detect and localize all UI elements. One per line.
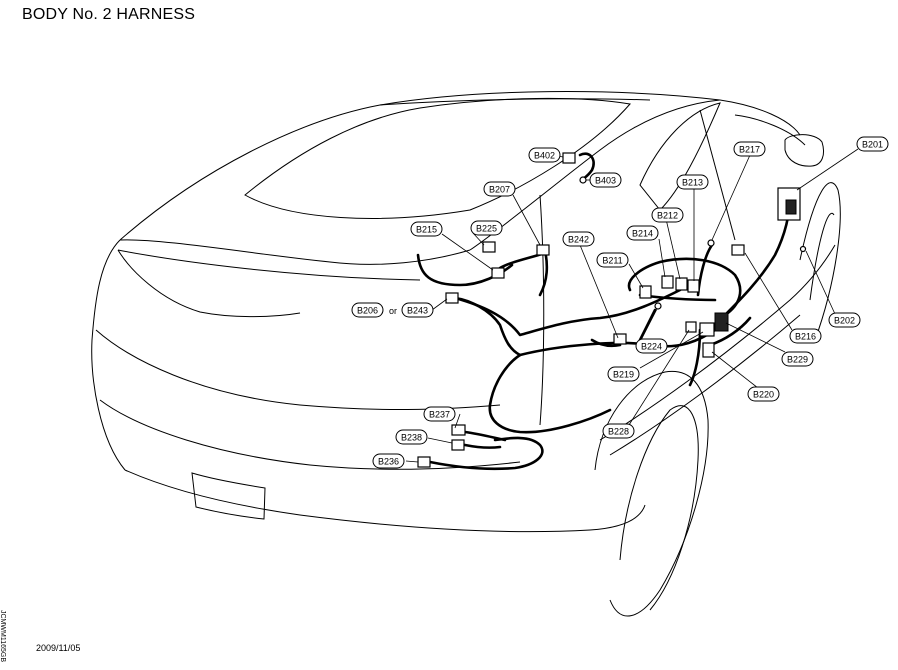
connector-b206-b243-shape bbox=[445, 292, 459, 304]
svg-text:B216: B216 bbox=[795, 332, 816, 342]
terminal-b202-shape bbox=[799, 245, 807, 253]
connector-label-b403: B403 bbox=[589, 172, 622, 188]
connector-b212a-shape bbox=[675, 277, 688, 291]
diagram-title: BODY No. 2 HARNESS bbox=[22, 6, 196, 23]
connector-label-b225: B225 bbox=[470, 220, 503, 236]
diagram-date: 2009/11/05 bbox=[36, 643, 81, 653]
connector-label-b237: B237 bbox=[423, 406, 456, 422]
connector-label-b243: B243 bbox=[401, 302, 434, 318]
connector-b213-shape bbox=[687, 279, 700, 293]
connector-b236-shape bbox=[417, 456, 431, 468]
figure-id: JCMWM1165GB bbox=[0, 610, 6, 662]
svg-text:B201: B201 bbox=[862, 140, 883, 150]
connector-b219-shape bbox=[699, 322, 715, 337]
svg-text:B242: B242 bbox=[568, 235, 589, 245]
connector-label-b402: B402 bbox=[528, 147, 561, 163]
svg-text:B215: B215 bbox=[416, 225, 437, 235]
svg-text:B202: B202 bbox=[834, 316, 855, 326]
svg-text:B403: B403 bbox=[595, 176, 616, 186]
svg-text:B213: B213 bbox=[682, 178, 703, 188]
connector-label-b224: B224 bbox=[635, 338, 668, 354]
svg-text:B229: B229 bbox=[787, 355, 808, 365]
svg-text:B211: B211 bbox=[602, 256, 622, 266]
connector-label-b216: B216 bbox=[789, 328, 822, 344]
connector-label-b236: B236 bbox=[372, 453, 405, 469]
svg-text:B238: B238 bbox=[401, 433, 422, 443]
connector-label-b229: B229 bbox=[781, 351, 814, 367]
svg-text:B224: B224 bbox=[641, 342, 662, 352]
connector-b216-shape bbox=[731, 244, 745, 256]
leader-lines bbox=[405, 148, 859, 463]
svg-text:B225: B225 bbox=[476, 224, 497, 234]
terminal-b217-shape bbox=[707, 239, 715, 247]
svg-text:B236: B236 bbox=[378, 457, 399, 467]
svg-text:B220: B220 bbox=[753, 390, 774, 400]
connector-label-b219: B219 bbox=[607, 366, 640, 382]
or-text: or bbox=[389, 306, 397, 316]
connector-b211-shape bbox=[639, 285, 652, 299]
connector-label-b213: B213 bbox=[676, 174, 709, 190]
connector-label-b207: B207 bbox=[483, 181, 516, 197]
connector-b225-shape bbox=[482, 241, 496, 253]
connector-label-b212: B212 bbox=[651, 207, 684, 223]
connector-b214-shape bbox=[661, 275, 674, 289]
connector-label-b202: B202 bbox=[828, 312, 861, 328]
connector-b201-inner bbox=[785, 199, 797, 215]
connector-b207-shape bbox=[536, 244, 550, 256]
connector-b229-shape bbox=[714, 312, 729, 332]
svg-text:B237: B237 bbox=[429, 410, 450, 420]
svg-text:B402: B402 bbox=[534, 151, 555, 161]
connector-b402-shape bbox=[562, 152, 576, 164]
connector-b237-shape bbox=[451, 424, 466, 436]
svg-text:B214: B214 bbox=[632, 229, 653, 239]
svg-text:B228: B228 bbox=[608, 427, 629, 437]
harness-routing bbox=[416, 152, 792, 471]
connector-label-b206: B206 bbox=[351, 302, 384, 318]
terminal-b224-shape bbox=[654, 302, 662, 310]
car-body bbox=[91, 91, 841, 617]
connector-b228-shape bbox=[685, 321, 697, 333]
svg-text:B212: B212 bbox=[657, 211, 678, 221]
connector-label-b211: B211 bbox=[596, 252, 629, 268]
connector-label-b214: B214 bbox=[626, 225, 659, 241]
connector-label-b217: B217 bbox=[733, 141, 766, 157]
connector-label-b242: B242 bbox=[562, 231, 595, 247]
connector-label-b238: B238 bbox=[395, 429, 428, 445]
connector-label-b220: B220 bbox=[747, 386, 780, 402]
svg-text:B206: B206 bbox=[357, 306, 378, 316]
svg-text:B207: B207 bbox=[489, 185, 510, 195]
svg-text:B217: B217 bbox=[739, 145, 760, 155]
connector-b242-shape bbox=[613, 333, 627, 345]
connector-b220-shape bbox=[702, 342, 715, 358]
svg-text:B243: B243 bbox=[407, 306, 428, 316]
connector-label-b228: B228 bbox=[602, 423, 635, 439]
connector-b215-shape bbox=[491, 267, 505, 279]
connector-b238-shape bbox=[451, 439, 465, 451]
terminal-b403-shape bbox=[579, 176, 587, 184]
connector-shapes bbox=[417, 152, 807, 468]
svg-text:B219: B219 bbox=[613, 370, 634, 380]
connector-label-b201: B201 bbox=[856, 136, 889, 152]
connector-label-b215: B215 bbox=[410, 221, 443, 237]
